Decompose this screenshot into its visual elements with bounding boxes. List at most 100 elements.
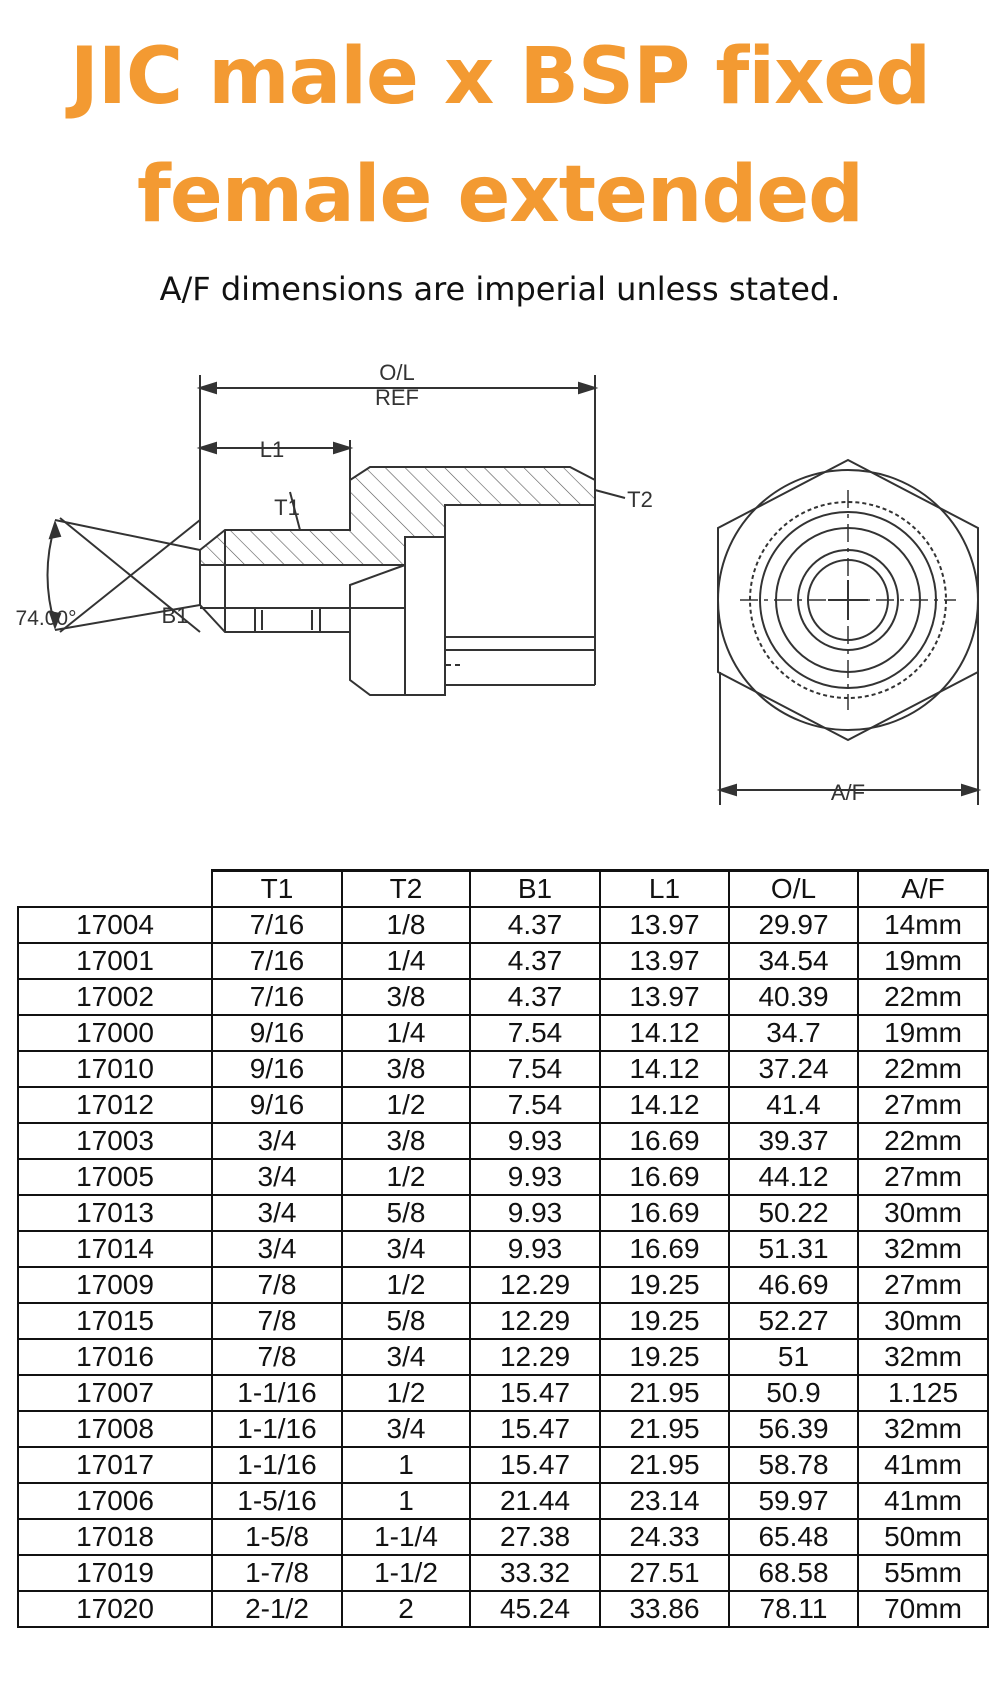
table-cell: 1-1/16 bbox=[211, 1446, 343, 1484]
table-cell: 78.11 bbox=[728, 1590, 859, 1628]
table-cell: 32mm bbox=[857, 1338, 989, 1376]
table-cell: 22mm bbox=[857, 1122, 989, 1160]
table-cell: 1-1/4 bbox=[341, 1518, 471, 1556]
table-cell: 1-1/2 bbox=[341, 1554, 471, 1592]
table-cell: 33.86 bbox=[599, 1590, 730, 1628]
table-cell: 14mm bbox=[857, 906, 989, 944]
table-cell: 2-1/2 bbox=[211, 1590, 343, 1628]
table-cell: 13.97 bbox=[599, 942, 730, 980]
part-number-cell: 17020 bbox=[17, 1590, 213, 1628]
table-cell: 1 bbox=[341, 1446, 471, 1484]
part-number-cell: 17015 bbox=[17, 1302, 213, 1340]
table-cell: 37.24 bbox=[728, 1050, 859, 1088]
table-cell: 3/4 bbox=[341, 1230, 471, 1268]
table-cell: 14.12 bbox=[599, 1014, 730, 1052]
table-cell: 27.51 bbox=[599, 1554, 730, 1592]
part-number-cell: 17012 bbox=[17, 1086, 213, 1124]
table-cell: 1/4 bbox=[341, 1014, 471, 1052]
table-cell: 5/8 bbox=[341, 1194, 471, 1232]
table-cell: 3/8 bbox=[341, 1050, 471, 1088]
t2-leader bbox=[594, 489, 626, 499]
t2-label: T2 bbox=[627, 487, 653, 512]
table-cell: 19.25 bbox=[599, 1266, 730, 1304]
b1-label: B1 bbox=[162, 603, 189, 628]
table-cell: 16.69 bbox=[599, 1122, 730, 1160]
ol-label: O/L bbox=[379, 360, 414, 385]
table-cell: 52.27 bbox=[728, 1302, 859, 1340]
table-cell: 15.47 bbox=[469, 1410, 601, 1448]
part-number-cell: 17014 bbox=[17, 1230, 213, 1268]
table-cell: 1-1/16 bbox=[211, 1410, 343, 1448]
table-cell: 3/4 bbox=[211, 1158, 343, 1196]
table-cell: 27.38 bbox=[469, 1518, 601, 1556]
table-cell: 2 bbox=[341, 1590, 471, 1628]
table-cell: 1/2 bbox=[341, 1266, 471, 1304]
table-cell: 9.93 bbox=[469, 1158, 601, 1196]
table-cell: 7.54 bbox=[469, 1086, 601, 1124]
table-cell: 3/4 bbox=[211, 1194, 343, 1232]
table-cell: 7.54 bbox=[469, 1014, 601, 1052]
af-label: A/F bbox=[831, 780, 865, 805]
table-cell: 4.37 bbox=[469, 906, 601, 944]
table-cell: 65.48 bbox=[728, 1518, 859, 1556]
table-cell: 39.37 bbox=[728, 1122, 859, 1160]
table-cell: 4.37 bbox=[469, 978, 601, 1016]
part-number-cell: 17010 bbox=[17, 1050, 213, 1088]
subtitle: A/F dimensions are imperial unless state… bbox=[159, 270, 841, 308]
table-cell: 40.39 bbox=[728, 978, 859, 1016]
table-cell: 7/8 bbox=[211, 1302, 343, 1340]
table-cell: 15.47 bbox=[469, 1446, 601, 1484]
table-cell: 45.24 bbox=[469, 1590, 601, 1628]
table-cell: 7/16 bbox=[211, 906, 343, 944]
table-cell: 1/8 bbox=[341, 906, 471, 944]
table-cell: 13.97 bbox=[599, 978, 730, 1016]
table-cell: 32mm bbox=[857, 1410, 989, 1448]
table-cell: 7/8 bbox=[211, 1338, 343, 1376]
table-cell: 1/2 bbox=[341, 1158, 471, 1196]
table-cell: 9.93 bbox=[469, 1230, 601, 1268]
table-cell: 7.54 bbox=[469, 1050, 601, 1088]
table-cell: 44.12 bbox=[728, 1158, 859, 1196]
header-cell-o-l: O/L bbox=[728, 869, 859, 908]
table-cell: 19mm bbox=[857, 942, 989, 980]
part-number-cell: 17001 bbox=[17, 942, 213, 980]
table-cell: 7/16 bbox=[211, 978, 343, 1016]
table-cell: 59.97 bbox=[728, 1482, 859, 1520]
table-cell: 29.97 bbox=[728, 906, 859, 944]
table-cell: 9/16 bbox=[211, 1086, 343, 1124]
table-cell: 5/8 bbox=[341, 1302, 471, 1340]
fitting-technical-drawing: O/L REF L1 T1 T2 B1 74.00° A/F bbox=[16, 360, 982, 805]
table-cell: 41mm bbox=[857, 1446, 989, 1484]
part-number-cell: 17018 bbox=[17, 1518, 213, 1556]
part-number-cell: 17013 bbox=[17, 1194, 213, 1232]
table-cell: 4.37 bbox=[469, 942, 601, 980]
table-cell: 9.93 bbox=[469, 1194, 601, 1232]
table-cell: 12.29 bbox=[469, 1266, 601, 1304]
table-cell: 3/4 bbox=[211, 1122, 343, 1160]
part-number-cell: 17007 bbox=[17, 1374, 213, 1412]
table-cell: 15.47 bbox=[469, 1374, 601, 1412]
table-cell: 1-5/8 bbox=[211, 1518, 343, 1556]
header-cell-l1: L1 bbox=[599, 869, 730, 908]
table-cell: 1-7/8 bbox=[211, 1554, 343, 1592]
table-cell: 56.39 bbox=[728, 1410, 859, 1448]
part-number-cell: 17005 bbox=[17, 1158, 213, 1196]
table-cell: 30mm bbox=[857, 1194, 989, 1232]
table-cell: 68.58 bbox=[728, 1554, 859, 1592]
table-cell: 1.125 bbox=[857, 1374, 989, 1412]
table-cell: 3/4 bbox=[341, 1338, 471, 1376]
table-cell: 1-5/16 bbox=[211, 1482, 343, 1520]
table-cell: 50mm bbox=[857, 1518, 989, 1556]
